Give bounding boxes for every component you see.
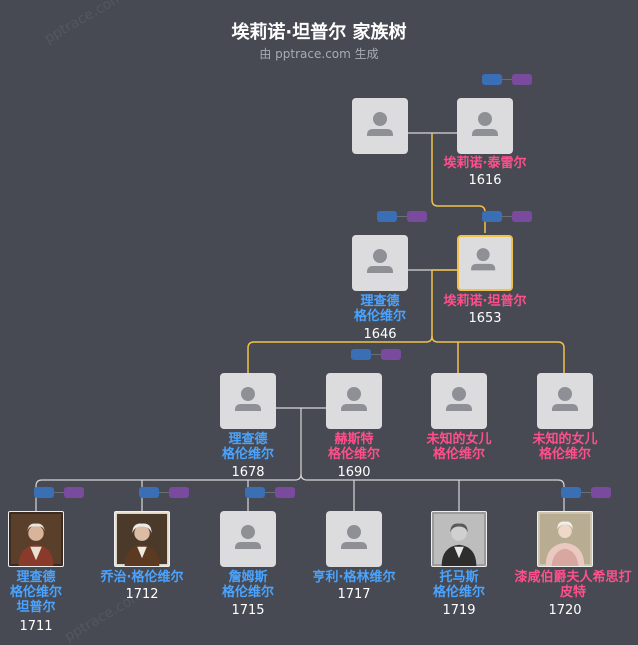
pill-connector	[361, 354, 391, 355]
person-silhouette-icon	[341, 525, 367, 549]
person-year-gen3-son1-wife: 1690	[337, 465, 371, 480]
person-year-gen3-son1: 1678	[231, 465, 265, 480]
person-card-gen3-daughter2[interactable]	[537, 373, 593, 429]
mother-tag-button[interactable]	[407, 211, 427, 222]
person-card-gen2-self[interactable]	[457, 235, 513, 291]
mother-tag-button[interactable]	[591, 487, 611, 498]
person-name-gen4-c5[interactable]: 托马斯 格伦维尔	[432, 570, 485, 600]
pill-connector	[255, 492, 285, 493]
person-name-gen3-son1-wife[interactable]: 赫斯特 格伦维尔	[327, 432, 380, 462]
person-silhouette-icon	[367, 249, 393, 273]
person-card-gen1-mother[interactable]	[457, 98, 513, 154]
person-year-gen4-c1: 1711	[19, 619, 53, 634]
person-silhouette-icon	[235, 387, 261, 411]
person-year-gen4-c3: 1715	[231, 603, 265, 618]
mother-tag-button[interactable]	[512, 211, 532, 222]
person-card-gen4-c2[interactable]	[114, 511, 170, 567]
mother-tag-button[interactable]	[512, 74, 532, 85]
mother-tag-button[interactable]	[64, 487, 84, 498]
father-tag-button[interactable]	[139, 487, 159, 498]
person-card-gen2-husband[interactable]	[352, 235, 408, 291]
person-card-gen4-c3[interactable]	[220, 511, 276, 567]
pill-connector	[571, 492, 601, 493]
person-silhouette-icon	[446, 387, 472, 411]
person-year-gen2-husband: 1646	[363, 327, 397, 342]
pill-connector	[387, 216, 417, 217]
person-card-gen3-son1[interactable]	[220, 373, 276, 429]
page-title: 埃莉诺·坦普尔 家族树	[231, 22, 407, 43]
father-tag-button[interactable]	[245, 487, 265, 498]
person-name-gen4-c4[interactable]: 亨利·格林维尔	[312, 570, 396, 585]
father-tag-button[interactable]	[34, 487, 54, 498]
pill-connector	[149, 492, 179, 493]
portrait-engraving-icon	[432, 512, 486, 566]
lineage-line-gen1-gen2	[431, 133, 486, 233]
page-subtitle: 由 pptrace.com 生成	[259, 47, 379, 61]
person-name-gen3-daughter2[interactable]: 未知的女儿 格伦维尔	[532, 432, 598, 462]
person-name-gen4-c3[interactable]: 詹姆斯 格伦维尔	[221, 570, 274, 600]
pill-connector	[492, 79, 522, 80]
lineage-line-gen3-gen4-right	[300, 473, 565, 511]
person-year-gen1-mother: 1616	[468, 173, 502, 188]
portrait-painting-icon	[115, 512, 169, 566]
father-tag-button[interactable]	[482, 74, 502, 85]
person-silhouette-icon	[341, 387, 367, 411]
lineage-line-gen3-gen4	[35, 408, 302, 511]
person-silhouette-icon	[472, 112, 498, 136]
person-year-gen2-self: 1653	[468, 311, 502, 326]
person-name-gen4-c1[interactable]: 理查德 格伦维尔 坦普尔	[9, 570, 62, 615]
father-tag-button[interactable]	[482, 211, 502, 222]
person-name-gen2-husband[interactable]: 理查德 格伦维尔	[353, 294, 406, 324]
person-name-gen1-mother[interactable]: 埃莉诺·泰雷尔	[443, 156, 527, 171]
pill-connector	[492, 216, 522, 217]
lineage-line-gen2-gen3-right	[431, 335, 565, 373]
portrait-painting-icon	[538, 512, 592, 566]
person-card-gen4-c4[interactable]	[326, 511, 382, 567]
father-tag-button[interactable]	[377, 211, 397, 222]
person-name-gen3-son1[interactable]: 理查德 格伦维尔	[221, 432, 274, 462]
father-tag-button[interactable]	[351, 349, 371, 360]
person-card-gen4-c6[interactable]	[537, 511, 593, 567]
person-year-gen4-c2: 1712	[125, 587, 159, 602]
person-silhouette-icon	[367, 112, 393, 136]
person-card-gen3-daughter1[interactable]	[431, 373, 487, 429]
person-name-gen4-c6[interactable]: 漆咸伯爵夫人希思打 皮特	[514, 570, 632, 600]
father-tag-button[interactable]	[561, 487, 581, 498]
person-silhouette-icon	[235, 525, 261, 549]
mother-tag-button[interactable]	[169, 487, 189, 498]
person-name-gen3-daughter1[interactable]: 未知的女儿 格伦维尔	[426, 432, 492, 462]
person-silhouette-icon	[552, 387, 578, 411]
portrait-painting-icon	[9, 512, 63, 566]
person-silhouette-icon	[471, 248, 496, 271]
person-name-gen2-self[interactable]: 埃莉诺·坦普尔	[443, 294, 527, 309]
person-card-gen1-father[interactable]	[352, 98, 408, 154]
mother-tag-button[interactable]	[381, 349, 401, 360]
person-card-gen4-c1[interactable]	[8, 511, 64, 567]
person-name-gen4-c2[interactable]: 乔治·格伦维尔	[100, 570, 184, 585]
pill-connector	[44, 492, 74, 493]
person-year-gen4-c5: 1719	[442, 603, 476, 618]
person-year-gen4-c4: 1717	[337, 587, 371, 602]
person-card-gen4-c5[interactable]	[431, 511, 487, 567]
person-card-gen3-son1-wife[interactable]	[326, 373, 382, 429]
person-year-gen4-c6: 1720	[548, 603, 582, 618]
mother-tag-button[interactable]	[275, 487, 295, 498]
